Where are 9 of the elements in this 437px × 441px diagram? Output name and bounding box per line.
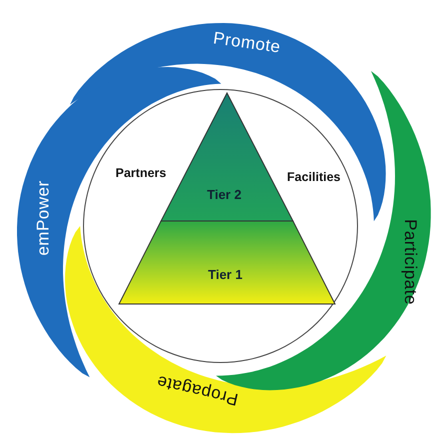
band-label: Participate: [400, 219, 420, 305]
circle-label: Partners: [116, 166, 166, 180]
swoosh-band: [64, 226, 386, 434]
band-label: emPower: [33, 180, 54, 256]
tier-label: Tier 1: [208, 266, 242, 282]
swoosh-band: [70, 22, 386, 221]
band-label: Promote: [212, 28, 282, 58]
tier-label: Tier 2: [207, 186, 242, 202]
circle-label: Facilities: [287, 170, 340, 184]
